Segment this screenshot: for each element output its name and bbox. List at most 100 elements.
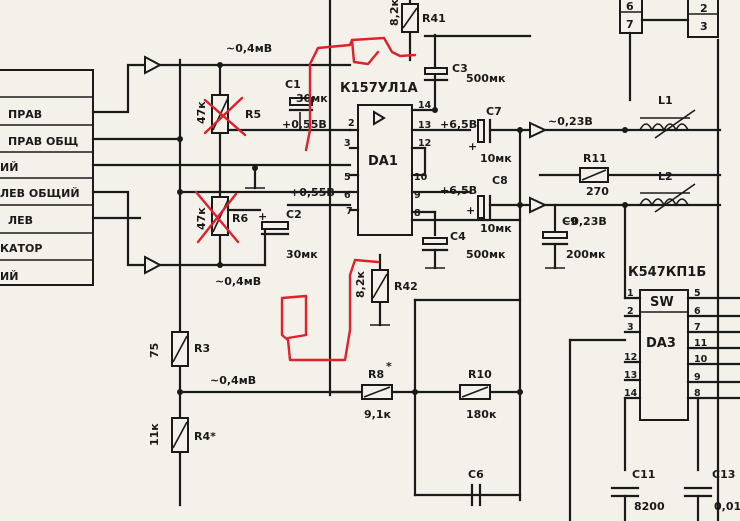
ic-da1-pin: 9 [414,190,421,201]
connector-label: ЛЕВ [8,214,33,227]
ic-da3-pin: 5 [694,288,701,299]
ic-da1-pin: 13 [418,120,431,131]
l1-ref: L1 [658,94,673,107]
r10-value: 180к [466,408,497,421]
capacitor-c8: C8 10мк + [466,174,532,235]
ic-da1-pin: 10 [414,172,428,183]
c7-ref: C7 [486,105,502,118]
connector-label: ИЙ [0,270,18,283]
capacitor-c11: C11 8200 [610,468,665,521]
r6-ref: R6 [232,212,248,225]
ic-da3-ref: DA3 [646,336,676,351]
c13-value: 0,01 [714,500,740,513]
inductor-l2: L2 [639,170,696,213]
ic-da3-pin: 14 [624,388,638,399]
r5-ref: R5 [245,108,261,121]
c3-value: 500мк [466,72,506,85]
resistor-r4: R4* 11к [148,417,216,453]
resistor-r5: R5 47к [195,94,261,137]
c9-value: 200мк [566,248,606,261]
red-annotation-top [304,36,417,152]
connector-pin: 7 [626,18,634,31]
voltage-pin13: +6,5В [440,118,477,131]
c3-ref: C3 [452,62,468,75]
capacitor-c2: + C2 30мк [258,203,352,261]
connector-label: ЛЕВ ОБЩИЙ [0,187,80,200]
capacitor-c9: C9 200мк [541,203,606,270]
ic-da3-pin: 2 [627,306,634,317]
r11-ref: R11 [583,152,607,165]
resistor-r42: R42 8,2к [354,253,418,327]
svg-text:+: + [468,140,477,153]
c7-value: 10мк [480,152,512,165]
capacitor-c6: C6 [468,468,484,507]
ic-da3-pin: 12 [624,352,637,363]
voltage-pin9: +6,5В [440,184,477,197]
voltage-out2: ~0,23В [562,215,607,228]
buffer-icon [144,255,163,275]
connector-label: КАТОР [0,242,42,255]
c4-ref: C4 [450,230,466,243]
capacitor-c3: C3 500мк [423,33,532,112]
ic-da1-pin: 6 [344,190,351,201]
c2-value: 30мк [286,248,318,261]
connector-pin: 3 [700,20,708,33]
r3-value: 75 [148,343,161,358]
r8-ref: R8 [368,368,384,381]
ic-da3-pin: 6 [694,306,701,317]
ic-da3-func: SW [650,295,674,310]
svg-text:+: + [466,204,475,217]
r4-ref: R4* [194,430,216,443]
c13-ref: C13 [712,468,735,481]
ic-da1-pin: 7 [346,206,353,217]
input-connector: ПРАВ ПРАВ ОБЩ ИЙ ЛЕВ ОБЩИЙ ЛЕВ КАТОР ИЙ [0,69,94,286]
ic-da1-pin: 5 [344,172,351,183]
connector-label: ПРАВ ОБЩ [8,135,78,148]
ic-da1-pin: 3 [344,138,351,149]
r8-value: 9,1к [364,408,391,421]
ic-da3-pin: 7 [694,322,701,333]
c1-ref: C1 [285,78,301,91]
r41-ref: R41 [422,12,446,25]
ic-da3-pin: 8 [694,388,701,399]
capacitor-c7: C7 10мк + [468,105,532,165]
c9-ref: C9 [562,215,578,228]
r42-value: 8,2к [354,271,367,298]
r6-value: 47к [195,207,208,230]
ic-da3-pin: 10 [694,354,708,365]
voltage-label-top: ~0,4мВ [226,42,272,55]
buffer-icon [144,55,163,75]
ic-da3-pin: 11 [694,338,707,349]
buffer-icon [529,196,548,214]
red-annotation-bottom [280,258,380,362]
connector-label: ПРАВ [8,108,42,121]
connector-pin: 6 [626,0,634,13]
inductor-l1: L1 [639,94,696,139]
ic-da1-pin: 8 [414,208,421,219]
r8-mark: * [386,360,392,373]
voltage-pin2: +0,55В [282,118,327,131]
ic-da3-pin: 1 [627,288,634,299]
ic-da1-ref: DA1 [368,154,398,169]
r10-ref: R10 [468,368,492,381]
voltage-label-bottom: ~0,4мВ [215,275,261,288]
voltage-out1: ~0,23В [548,115,593,128]
c6-ref: C6 [468,468,484,481]
ic-da1-pin: 2 [348,118,355,129]
ic-da1-pin: 12 [418,138,431,149]
r4-value: 11к [148,423,161,446]
c4-value: 500мк [466,248,506,261]
resistor-r11: R11 270 [518,128,722,207]
ic-da1: К157УЛ1А DA1 2 3 5 6 7 14 13 12 10 9 8 [340,81,472,236]
ic-da3: К547КП1Б SW DA3 1 2 3 12 13 14 5 6 7 11 … [623,265,740,421]
svg-text:+: + [258,210,267,223]
ic-da3-pin: 3 [627,322,634,333]
c11-value: 8200 [634,500,665,513]
resistor-r41: R41 8,2к [388,0,446,62]
resistor-r6: R6 47к [194,190,248,244]
capacitor-c1: C1 30мк [285,78,328,130]
c2-ref: C2 [286,208,302,221]
output-connector: 6 7 2 3 [619,0,720,521]
resistor-r8: R8 * 9,1к [361,360,522,421]
